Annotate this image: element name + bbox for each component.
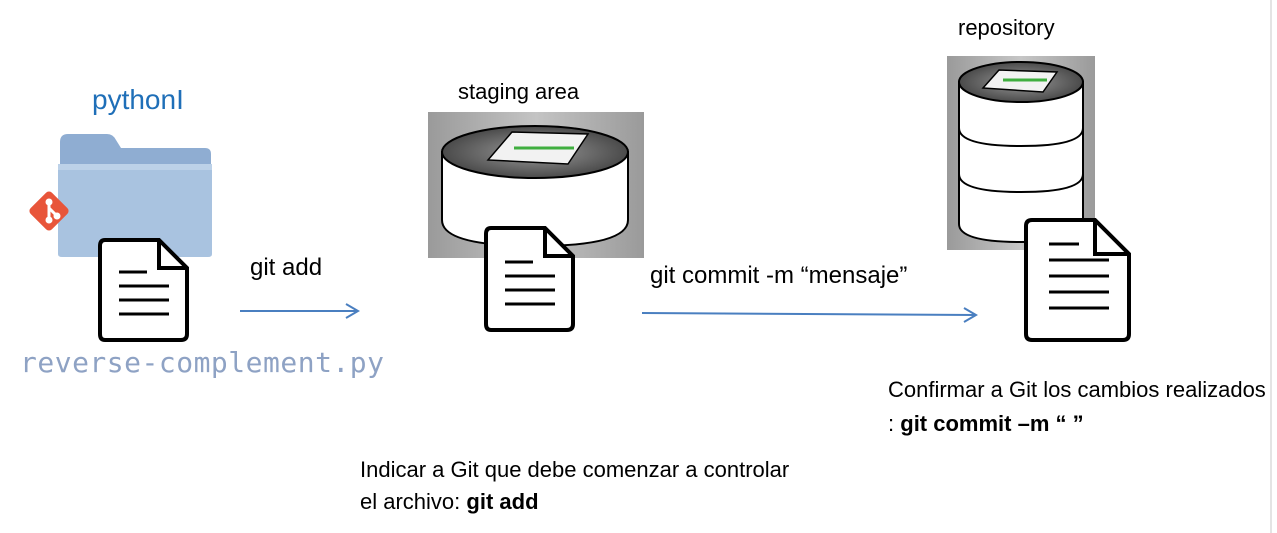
commit-description-command: git commit –m “ ” (900, 411, 1084, 436)
add-description-command: git add (466, 489, 539, 514)
file-icon-working (98, 238, 189, 342)
add-description-text: Indicar a Git que debe comenzar a contro… (360, 457, 790, 514)
file-name: reverse-complement.py (20, 346, 385, 379)
file-icon-repository (1024, 218, 1131, 342)
staging-area-title: staging area (458, 79, 580, 104)
commit-description-text: Confirmar a Git los cambios realizados : (888, 377, 1266, 436)
folder-name: pythonI (92, 84, 184, 115)
git-commit-label: git commit -m “mensaje” (650, 262, 908, 289)
repository-database-icon (947, 56, 1095, 250)
folder-icon (58, 134, 212, 257)
commit-description: Confirmar a Git los cambios realizados :… (888, 373, 1268, 441)
git-logo-icon (29, 191, 69, 231)
add-description: Indicar a Git que debe comenzar a contro… (360, 454, 800, 518)
file-icon-staging (484, 226, 575, 332)
git-commit-arrow (641, 307, 978, 323)
repository-title: repository (958, 15, 1055, 40)
git-add-label: git add (250, 254, 323, 281)
git-add-arrow (240, 303, 360, 319)
page-border (1270, 0, 1272, 533)
